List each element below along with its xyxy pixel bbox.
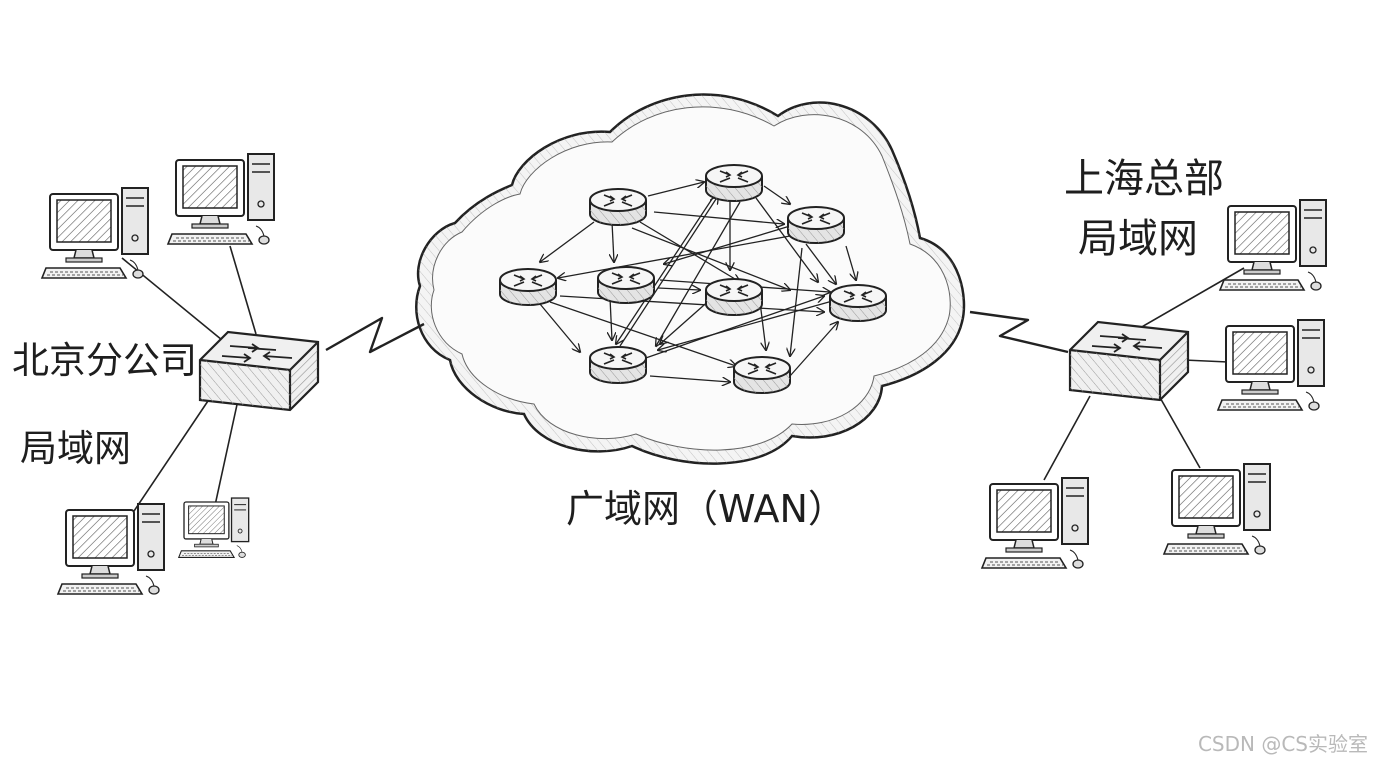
beijing-lan-label-line2: 局域网 — [20, 427, 131, 470]
router-icon — [787, 206, 845, 244]
router-icon — [733, 356, 791, 394]
watermark-text: CSDN @CS实验室 — [1197, 732, 1368, 756]
router-icon — [829, 284, 887, 322]
computer-icon — [1217, 319, 1325, 411]
wan-cloud-icon — [415, 93, 966, 465]
lightning-link-icon — [969, 310, 1069, 354]
beijing-lan-label: 北京分公司 — [12, 339, 197, 382]
router-icon — [589, 188, 647, 226]
computer-icon — [167, 153, 275, 245]
computer-icon — [981, 477, 1089, 569]
computer-icon — [57, 503, 165, 595]
computer-icon — [41, 187, 149, 279]
beijing-switch-icon — [198, 330, 320, 412]
wan-label: 广域网（WAN） — [566, 487, 846, 531]
router-icon — [499, 268, 557, 306]
router-icon — [597, 266, 655, 304]
shanghai-lan-label-line2: 局域网 — [1078, 216, 1198, 262]
router-icon — [705, 278, 763, 316]
router-icon — [589, 346, 647, 384]
shanghai-switch-icon — [1068, 320, 1190, 402]
shanghai-lan-label: 上海总部 — [1064, 156, 1224, 202]
computer-icon — [1163, 463, 1271, 555]
computer-icon — [1219, 199, 1327, 291]
lightning-link-icon — [325, 316, 425, 354]
router-icon — [705, 164, 763, 202]
computer-icon — [178, 497, 250, 559]
